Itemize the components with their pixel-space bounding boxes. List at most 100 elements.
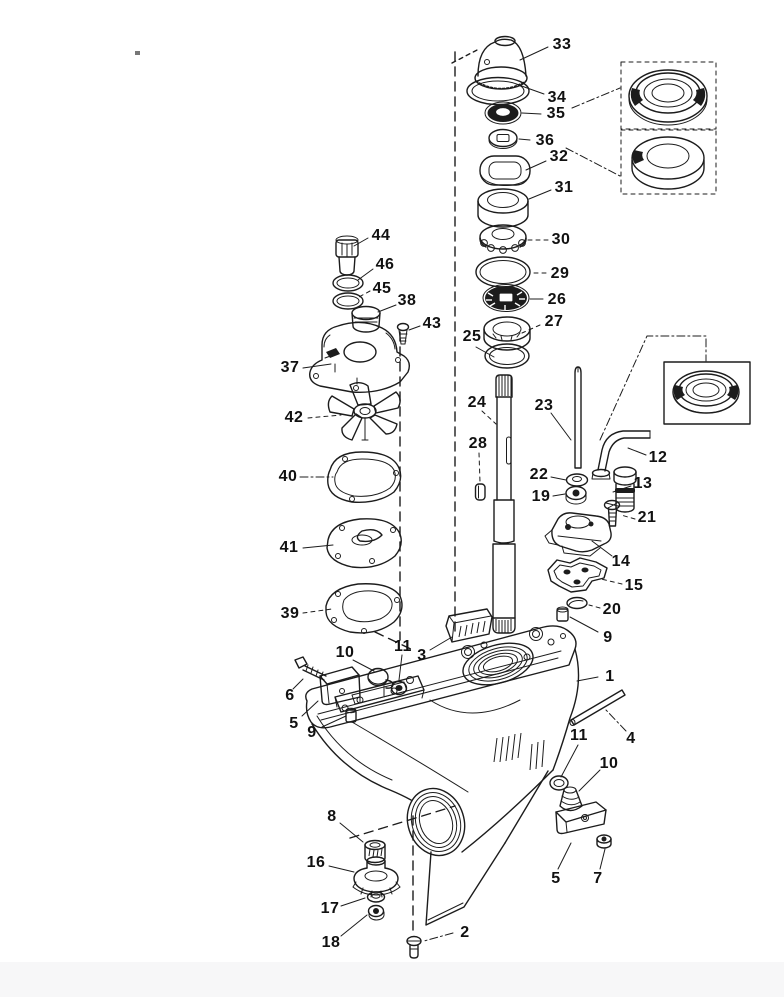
part-41-wear-plate [326,518,402,569]
callout-17: 17 [320,900,340,917]
callout-19: 19 [531,488,551,505]
part-31-bearing-race [477,188,529,228]
callout-5: 5 [551,870,561,887]
callout-33: 33 [552,36,572,53]
part-43-screw [396,322,410,345]
part-12-water-tube [591,430,651,480]
inset-box-lower-ring [620,129,717,195]
part-4-trim-tab-rod [569,689,626,726]
callout-26: 26 [547,291,567,308]
part-11-seal-right [549,775,569,791]
part-15-gasket [547,557,608,593]
part-14-shift-cam-bracket [544,512,612,557]
callout-15: 15 [624,577,644,594]
callout-3: 3 [417,647,427,664]
part-37-water-pump-housing [309,321,411,393]
callout-46: 46 [375,256,395,273]
leader-lines [292,46,647,942]
callout-18: 18 [321,934,341,951]
part-32-seal-retainer [479,155,531,186]
callout-20: 20 [602,601,622,618]
callout-4: 4 [626,730,636,747]
callout-43: 43 [422,315,442,332]
assembly-centerlines [349,48,480,934]
part-29-o-ring [475,256,531,288]
part-19-nut [565,485,587,505]
part-8-bearing-sleeve [364,839,386,864]
part-35-oil-seal [484,101,522,125]
callout-11: 11 [394,638,412,655]
callout-2: 2 [460,924,470,941]
callout-42: 42 [284,409,304,426]
callout-39: 39 [280,605,300,622]
bottom-strip [0,962,784,997]
part-26-roller-bearing [482,284,530,312]
callout-28: 28 [468,435,488,452]
callout-36: 36 [535,132,555,149]
callout-10: 10 [599,755,619,772]
part-25-o-ring [484,343,530,369]
callout-12: 12 [648,449,668,466]
part-24-driveshaft [492,374,516,634]
callout-34: 34 [547,89,567,106]
part-28-dowel-pin [474,483,486,501]
part-9-plug-right [556,606,569,622]
part-40-pump-gasket [327,451,402,503]
part-1-gearcase-housing [305,625,580,926]
callout-1: 1 [605,668,615,685]
part-39-base-gasket [325,583,403,634]
part-46-o-ring [332,274,364,292]
part-9-plug-left [345,707,357,723]
callout-44: 44 [371,227,391,244]
callout-45: 45 [372,280,392,297]
callout-7: 7 [593,870,603,887]
callout-38: 38 [397,292,417,309]
part-20-retainer-clip [566,596,588,610]
part-27-bearing-race [483,316,531,351]
part-23-shift-rod [574,366,582,469]
inset-reference-lines [565,87,707,441]
callout-9: 9 [603,629,613,646]
part-44-shift-rod-bushing [335,235,359,276]
callout-14: 14 [611,553,631,570]
callout-24: 24 [467,394,487,411]
callout-25: 25 [462,328,482,345]
callout-22: 22 [529,466,549,483]
part-17-washer [366,891,386,903]
part-3-water-intake-screen [445,608,493,643]
part-7-nut [596,834,612,849]
callout-41: 41 [279,539,299,556]
callout-16: 16 [306,854,326,871]
callout-32: 32 [549,148,569,165]
callout-5: 5 [289,715,299,732]
callout-30: 30 [551,231,571,248]
part-18-nut [367,904,385,921]
callout-37: 37 [280,359,300,376]
callout-9: 9 [307,724,317,741]
inset-box-driveshaft-bearing [663,361,751,425]
callout-29: 29 [550,265,570,282]
part-36-spacer-washer [488,128,518,149]
part-22-washer [565,473,589,487]
part-11-seal-left [390,680,408,696]
part-42-impeller [327,382,401,441]
callout-13: 13 [633,475,653,492]
part-45-o-ring [332,292,364,310]
callout-27: 27 [544,313,564,330]
part-21-bolt [603,499,621,527]
callout-10: 10 [335,644,355,661]
print-artifact-dot [135,51,140,55]
part-5-anode-right [555,801,607,835]
inset-box-upper-bearing [620,61,717,130]
callout-8: 8 [327,808,337,825]
part-2-drain-screw [406,935,422,959]
part-38-grommet [351,305,381,333]
callout-40: 40 [278,468,298,485]
callout-35: 35 [546,105,566,122]
part-34-o-ring [466,76,530,106]
part-30-tapered-bearing [479,224,527,254]
callout-23: 23 [534,397,554,414]
callout-6: 6 [285,687,295,704]
